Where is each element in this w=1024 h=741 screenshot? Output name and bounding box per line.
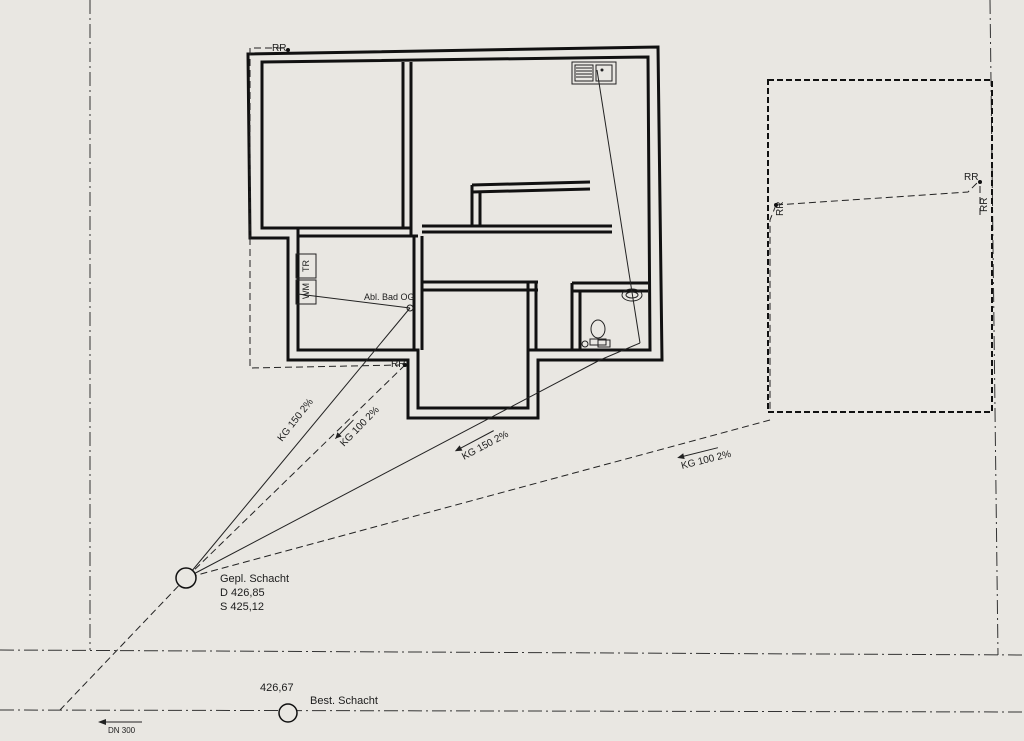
rainwater-pipes: [249, 47, 981, 412]
rr-label-bottom: RR: [391, 359, 405, 370]
planned-shaft-label: Gepl. Schacht: [220, 573, 289, 585]
existing-shaft-symbol: [278, 703, 298, 723]
sewer-main-annotation: DN 300: [98, 719, 142, 735]
drainage-lines: [59, 69, 771, 711]
main-house: WM TR: [246, 45, 664, 420]
garage: [767, 79, 993, 413]
existing-shaft: 426,67 Best. Schacht: [260, 682, 378, 723]
kitchen-sink: [571, 61, 617, 85]
interior-walls: [262, 62, 648, 350]
tr-label: TR: [301, 260, 311, 272]
washing-machine-box: WM: [295, 279, 317, 305]
rr-markers: RR RR RR RR RR: [272, 43, 990, 370]
wm-label: WM: [301, 283, 311, 299]
planned-shaft: Gepl. Schacht D 426,85 S 425,12: [175, 567, 289, 613]
planned-shaft-s-level: S 425,12: [220, 601, 264, 613]
bath-drain-fixtures: [581, 339, 611, 348]
existing-shaft-level: 426,67: [260, 682, 294, 694]
dryer-box: TR: [295, 253, 317, 279]
house-outer-wall: [246, 45, 664, 420]
rr-label-garage-left: RR: [775, 202, 786, 216]
rr-label-top-left: RR: [272, 43, 286, 54]
planned-shaft-d-level: D 426,85: [220, 587, 265, 599]
existing-shaft-label: Best. Schacht: [310, 695, 378, 707]
abl-bad-og-label: Abl. Bad OG: [364, 292, 415, 302]
planned-shaft-symbol: [175, 567, 197, 589]
rr-label-garage-right-top: RR: [964, 172, 978, 183]
sewer-main-label: DN 300: [108, 726, 136, 735]
rr-label-garage-right: RR: [979, 198, 990, 212]
